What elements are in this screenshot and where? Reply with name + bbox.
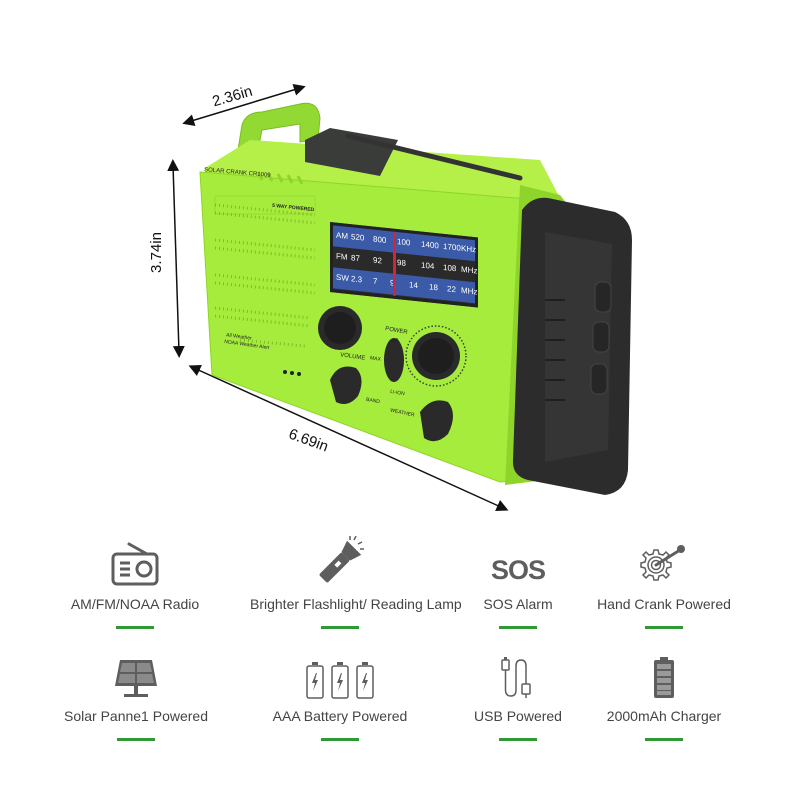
radio-icon xyxy=(45,536,225,588)
feature-aaa-battery: AAA Battery Powered xyxy=(250,648,430,741)
feature-label: Brighter Flashlight/ Reading Lamp xyxy=(250,596,462,612)
feature-underline xyxy=(117,738,155,741)
aa-label: AA xyxy=(392,338,399,344)
aaa-battery-icon xyxy=(250,648,430,700)
feature-sos-alarm: SOS SOS Alarm xyxy=(428,536,608,629)
feature-2000mah-charger: 2000mAh Charger xyxy=(574,648,754,741)
feature-am-fm-noaa-radio: AM/FM/NOAA Radio xyxy=(45,536,225,629)
feature-flashlight: Brighter Flashlight/ Reading Lamp xyxy=(250,536,462,629)
flashlight-icon xyxy=(250,536,430,588)
feature-usb-powered: USB Powered xyxy=(428,648,608,741)
solar-panel-icon xyxy=(46,648,226,700)
tuning-needle xyxy=(393,231,396,296)
radio-body-illustration xyxy=(199,102,632,495)
usb-cable-icon xyxy=(428,648,608,700)
sos-icon: SOS xyxy=(490,555,546,585)
dimension-arrows xyxy=(167,84,509,511)
feature-underline xyxy=(499,738,537,741)
feature-label: Hand Crank Powered xyxy=(597,596,731,612)
feature-underline xyxy=(116,626,154,629)
max-label: MAX xyxy=(369,355,382,363)
feature-label: USB Powered xyxy=(474,708,562,724)
feature-underline xyxy=(321,626,359,629)
feature-label: Solar Panne1 Powered xyxy=(64,708,208,724)
radio-device: AM 520 800 100 1400 1700 KHz FM 87 92 98… xyxy=(199,102,632,495)
feature-label: AM/FM/NOAA Radio xyxy=(70,596,200,612)
feature-underline xyxy=(645,738,683,741)
feature-hand-crank: Hand Crank Powered xyxy=(574,536,754,629)
feature-label: AAA Battery Powered xyxy=(272,708,408,724)
battery-charger-icon xyxy=(574,648,754,700)
feature-underline xyxy=(499,626,537,629)
feature-label: 2000mAh Charger xyxy=(606,708,722,724)
feature-underline xyxy=(645,626,683,629)
feature-label: SOS Alarm xyxy=(483,596,553,612)
feature-solar-panel: Solar Panne1 Powered xyxy=(46,648,226,741)
feature-underline xyxy=(321,738,359,741)
hand-crank-gear-icon xyxy=(574,536,754,588)
